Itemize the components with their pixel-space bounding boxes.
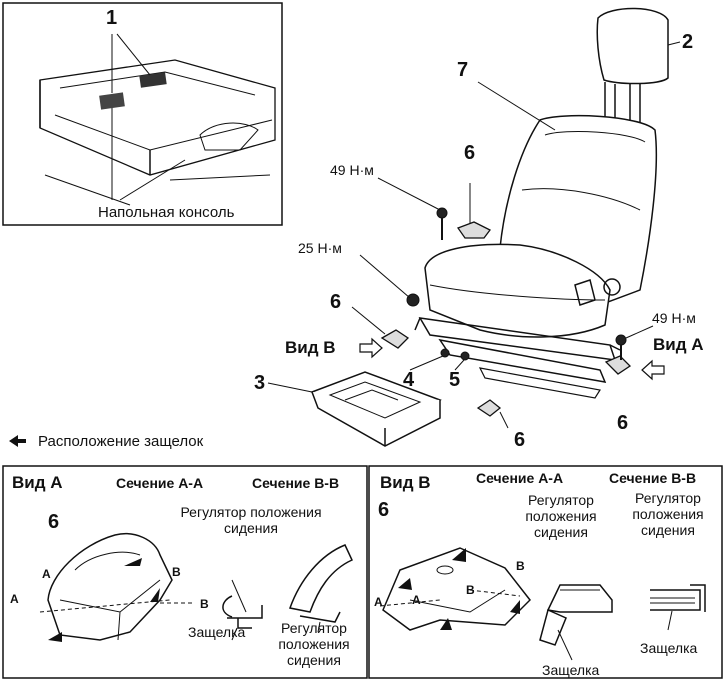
panel-a-part — [47, 533, 173, 641]
panel-a-section-aa-drawing — [222, 579, 263, 641]
view-b-label: Вид B — [285, 338, 336, 357]
headrest-label: 2 — [682, 31, 694, 53]
panel-b-mark-a-2: A — [374, 595, 383, 609]
inset-leaders — [111, 33, 186, 201]
panel-a-latch-caption: Защелка — [188, 624, 246, 640]
panel-a-regulator-caption: Регулятор положения сидения — [180, 504, 322, 537]
panel-b-cut-lines — [379, 589, 521, 607]
bolts — [406, 207, 627, 361]
tray-drawing — [310, 371, 442, 447]
panel-b-title: Вид B — [380, 473, 431, 492]
inset-caption: Напольная консоль — [98, 204, 235, 221]
panel-b-latch-caption-aa: Защелка — [542, 662, 600, 678]
panel-b-mark-a-1: A — [412, 593, 421, 607]
panel-b-part-label: 6 — [378, 499, 390, 521]
panel-b-mark-b-1: B — [516, 559, 525, 573]
seat-drawing — [414, 114, 658, 399]
panel-b-mark-b-2: B — [466, 583, 475, 597]
panel-a-mark-b-2: B — [200, 597, 209, 611]
view-arrows — [359, 337, 665, 381]
panel-a-frame — [2, 465, 368, 679]
panel-b-section-aa: Сечение A-A — [476, 470, 564, 486]
seat-label: 7 — [457, 59, 469, 81]
bolt-label-5: 5 — [449, 369, 461, 391]
cover-label-right: 6 — [617, 412, 629, 434]
cover-leaders — [351, 183, 509, 429]
inset-part-label: 1 — [106, 7, 118, 29]
cover-label-left: 6 — [330, 291, 342, 313]
torque-label-mid: 25 Н·м — [298, 240, 342, 256]
panel-a-mark-b-1: B — [172, 565, 181, 579]
panel-a-part-label: 6 — [48, 511, 60, 533]
bolt-label-4: 4 — [403, 369, 415, 391]
panel-a-section-bb-drawing — [289, 544, 353, 633]
panel-a-title: Вид A — [12, 473, 63, 492]
latch-legend-arrow — [9, 435, 26, 447]
panel-b-frame — [368, 465, 723, 679]
cover-label-bottom: 6 — [514, 429, 526, 451]
headrest-drawing — [596, 7, 669, 130]
tray-label: 3 — [254, 372, 266, 394]
panel-a-cut-lines — [39, 599, 195, 613]
torque-label-right: 49 Н·м — [652, 310, 696, 326]
cover-label-top: 6 — [464, 142, 476, 164]
inset-latches — [99, 72, 167, 110]
cover-parts — [380, 221, 632, 417]
panel-b-regulator-caption-aa: Регулятор положения сидения — [525, 492, 597, 541]
view-a-label: Вид A — [653, 335, 704, 354]
torque-label-top: 49 Н·м — [330, 162, 374, 178]
panel-a-mark-a-1: A — [42, 567, 51, 581]
panel-a-section-bb: Сечение B-B — [252, 475, 340, 491]
panel-b-section-bb-drawing — [650, 584, 706, 631]
panel-b-section-bb: Сечение B-B — [609, 470, 697, 486]
panel-b-part — [382, 547, 531, 631]
panel-a-mark-a-2: A — [10, 592, 19, 606]
torque-leaders — [359, 177, 654, 371]
inset-box — [2, 2, 283, 226]
panel-a-latch-arrows — [48, 558, 160, 642]
latch-legend-text: Расположение защелок — [38, 433, 204, 450]
panel-b-regulator-caption-bb: Регулятор положения сидения — [632, 490, 704, 539]
panel-a-section-aa: Сечение A-A — [116, 475, 204, 491]
panel-b-latch-arrows — [398, 548, 520, 630]
panel-b-section-aa-drawing — [539, 584, 613, 661]
panel-b-latch-caption-bb: Защелка — [640, 640, 698, 656]
panel-a-regulator-caption-2: Регулятор положения сидения — [278, 620, 350, 669]
